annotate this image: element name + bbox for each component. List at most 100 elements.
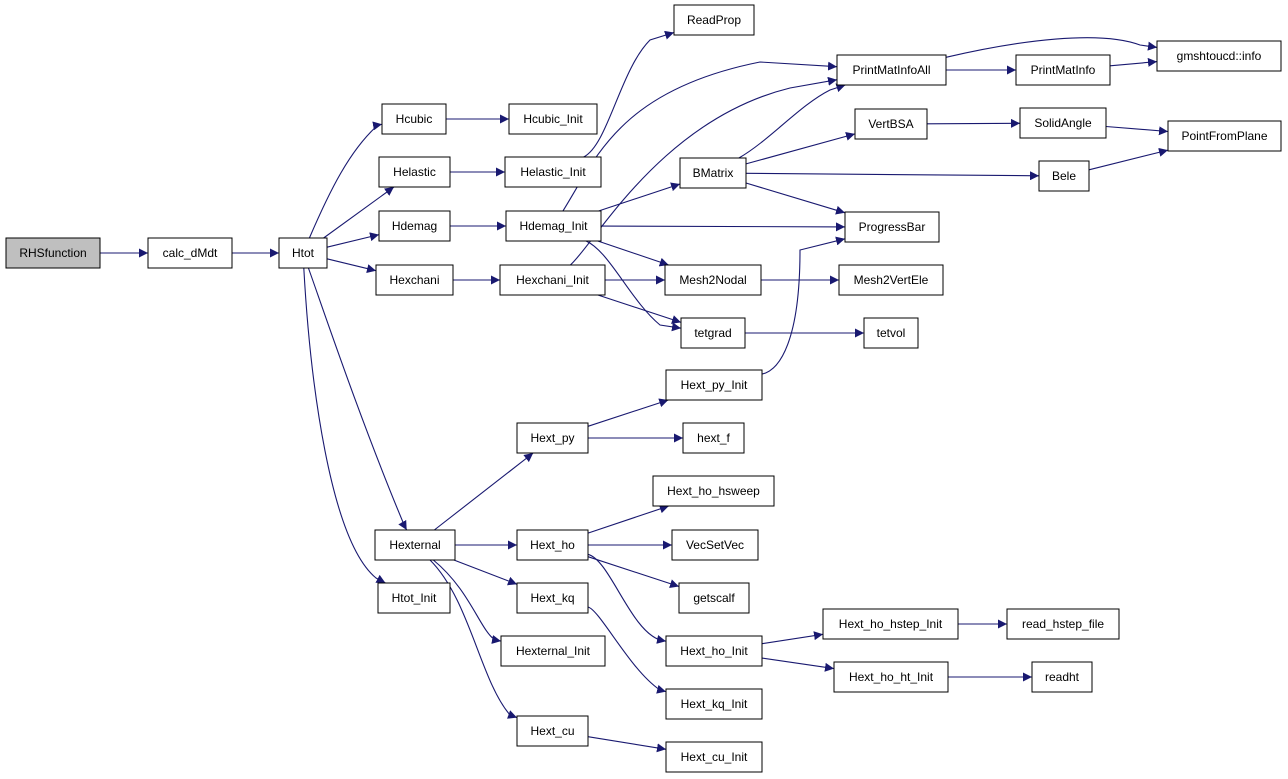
- edge-hext-ho-to-hext-ho-init: [587, 553, 667, 644]
- node-box: [680, 317, 746, 349]
- node-box: [147, 237, 233, 269]
- node-hexchani-init[interactable]: Hexchani_Init: [499, 264, 606, 296]
- node-label: RHSfunction: [19, 246, 86, 260]
- node-solidangle[interactable]: SolidAngle: [1019, 107, 1107, 139]
- node-pointfromplane[interactable]: PointFromPlane: [1167, 120, 1282, 152]
- node-htot[interactable]: Htot: [278, 237, 328, 269]
- node-label: Hext_ho_Init: [680, 644, 748, 658]
- edge-bele-to-pointfromplane: [1088, 147, 1169, 171]
- node-label: Hext_ho_hstep_Init: [839, 617, 943, 631]
- node-label: tetvol: [877, 326, 906, 340]
- node-calc-dmdt[interactable]: calc_dMdt: [147, 237, 233, 269]
- node-box: [508, 103, 598, 135]
- node-hext-kq-init[interactable]: Hext_kq_Init: [665, 688, 763, 720]
- node-readht[interactable]: readht: [1031, 661, 1093, 693]
- node-vecsetvec[interactable]: VecSetVec: [671, 529, 759, 561]
- node-label: Hcubic: [396, 112, 433, 126]
- node-bele[interactable]: Bele: [1038, 160, 1090, 192]
- node-hext-kq[interactable]: Hext_kq: [516, 582, 589, 614]
- node-label: Hexternal_Init: [516, 644, 591, 658]
- node-label: PrintMatInfoAll: [852, 63, 930, 77]
- node-label: Hexchani_Init: [516, 273, 589, 287]
- node-box: [5, 237, 101, 269]
- node-label: calc_dMdt: [163, 246, 218, 260]
- node-hext-ho-hstep-init[interactable]: Hext_ho_hstep_Init: [822, 608, 959, 640]
- node-box: [673, 4, 755, 36]
- node-label: Hext_cu_Init: [681, 750, 748, 764]
- node-box: [1031, 661, 1093, 693]
- node-box: [375, 264, 454, 296]
- node-box: [1015, 54, 1111, 86]
- node-hcubic-init[interactable]: Hcubic_Init: [508, 103, 598, 135]
- node-hexternal-init[interactable]: Hexternal_Init: [500, 635, 606, 667]
- edge-hdemag-init-to-bmatrix: [598, 182, 681, 212]
- node-box: [516, 529, 589, 561]
- node-getscalf[interactable]: getscalf: [678, 582, 750, 614]
- node-box: [854, 108, 928, 140]
- node-helastic-init[interactable]: Helastic_Init: [504, 156, 602, 188]
- node-bmatrix[interactable]: BMatrix: [679, 157, 747, 189]
- node-label: Helastic_Init: [520, 165, 586, 179]
- node-box: [381, 103, 447, 135]
- node-hext-ho-init[interactable]: Hext_ho_Init: [665, 635, 763, 667]
- node-hcubic[interactable]: Hcubic: [381, 103, 447, 135]
- node-hext-cu[interactable]: Hext_cu: [516, 715, 589, 747]
- node-tetgrad[interactable]: tetgrad: [680, 317, 746, 349]
- node-htot-init[interactable]: Htot_Init: [377, 582, 451, 614]
- node-label: Hext_ho_hsweep: [667, 484, 760, 498]
- edge-bmatrix-to-progressbar: [745, 182, 846, 215]
- node-progressbar[interactable]: ProgressBar: [844, 211, 940, 243]
- node-read-hstep-file[interactable]: read_hstep_file: [1006, 608, 1120, 640]
- node-box: [516, 582, 589, 614]
- node-label: Hext_ho: [530, 538, 575, 552]
- node-label: Hext_kq: [530, 591, 574, 605]
- node-mesh2vertele[interactable]: Mesh2VertEle: [838, 264, 944, 296]
- node-hdemag-init[interactable]: Hdemag_Init: [505, 210, 602, 242]
- node-helastic[interactable]: Helastic: [378, 156, 451, 188]
- node-hext-py-init[interactable]: Hext_py_Init: [665, 369, 763, 401]
- node-readprop[interactable]: ReadProp: [673, 4, 755, 36]
- edge-hdemag-init-to-progressbar: [600, 222, 846, 232]
- node-tetvol[interactable]: tetvol: [863, 317, 919, 349]
- node-label: ProgressBar: [859, 220, 926, 234]
- node-hdemag[interactable]: Hdemag: [378, 210, 451, 242]
- node-label: Hext_py_Init: [681, 378, 748, 392]
- node-box: [822, 608, 959, 640]
- node-mesh2nodal[interactable]: Mesh2Nodal: [664, 264, 762, 296]
- node-box: [278, 237, 328, 269]
- node-label: Hexternal: [389, 538, 440, 552]
- node-box: [836, 54, 947, 86]
- edge-hext-cu-to-hext-cu-init: [587, 736, 667, 753]
- node-hext-ho-hsweep[interactable]: Hext_ho_hsweep: [652, 475, 775, 507]
- node-hext-ho-ht-init[interactable]: Hext_ho_ht_Init: [833, 661, 949, 693]
- node-box: [833, 661, 949, 693]
- node-label: Helastic: [393, 165, 436, 179]
- node-hext-cu-init[interactable]: Hext_cu_Init: [665, 741, 763, 773]
- edge-printmatinfoall-to-gmshtoucd-info: [945, 37, 1158, 58]
- node-hext-ho[interactable]: Hext_ho: [516, 529, 589, 561]
- node-label: gmshtoucd::info: [1177, 49, 1262, 63]
- node-hexchani[interactable]: Hexchani: [375, 264, 454, 296]
- edge-htot-to-helastic: [323, 186, 395, 239]
- node-hexternal[interactable]: Hexternal: [374, 529, 456, 561]
- node-hext-f[interactable]: hext_f: [682, 422, 745, 454]
- node-rhsfunction[interactable]: RHSfunction: [5, 237, 101, 269]
- node-box: [500, 635, 606, 667]
- node-printmatinfo[interactable]: PrintMatInfo: [1015, 54, 1111, 86]
- node-gmshtoucd-info[interactable]: gmshtoucd::info: [1156, 40, 1282, 72]
- edge-hext-ho-to-getscalf: [587, 556, 680, 588]
- node-label: read_hstep_file: [1022, 617, 1104, 631]
- node-label: VecSetVec: [686, 538, 744, 552]
- node-hext-py[interactable]: Hext_py: [516, 422, 589, 454]
- edge-htot-to-htot-init: [303, 267, 386, 584]
- node-printmatinfoall[interactable]: PrintMatInfoAll: [836, 54, 947, 86]
- node-box: [374, 529, 456, 561]
- node-box: [378, 156, 451, 188]
- node-box: [504, 156, 602, 188]
- node-box: [664, 264, 762, 296]
- node-vertbsa[interactable]: VertBSA: [854, 108, 928, 140]
- node-box: [665, 741, 763, 773]
- node-box: [1019, 107, 1107, 139]
- node-box: [516, 422, 589, 454]
